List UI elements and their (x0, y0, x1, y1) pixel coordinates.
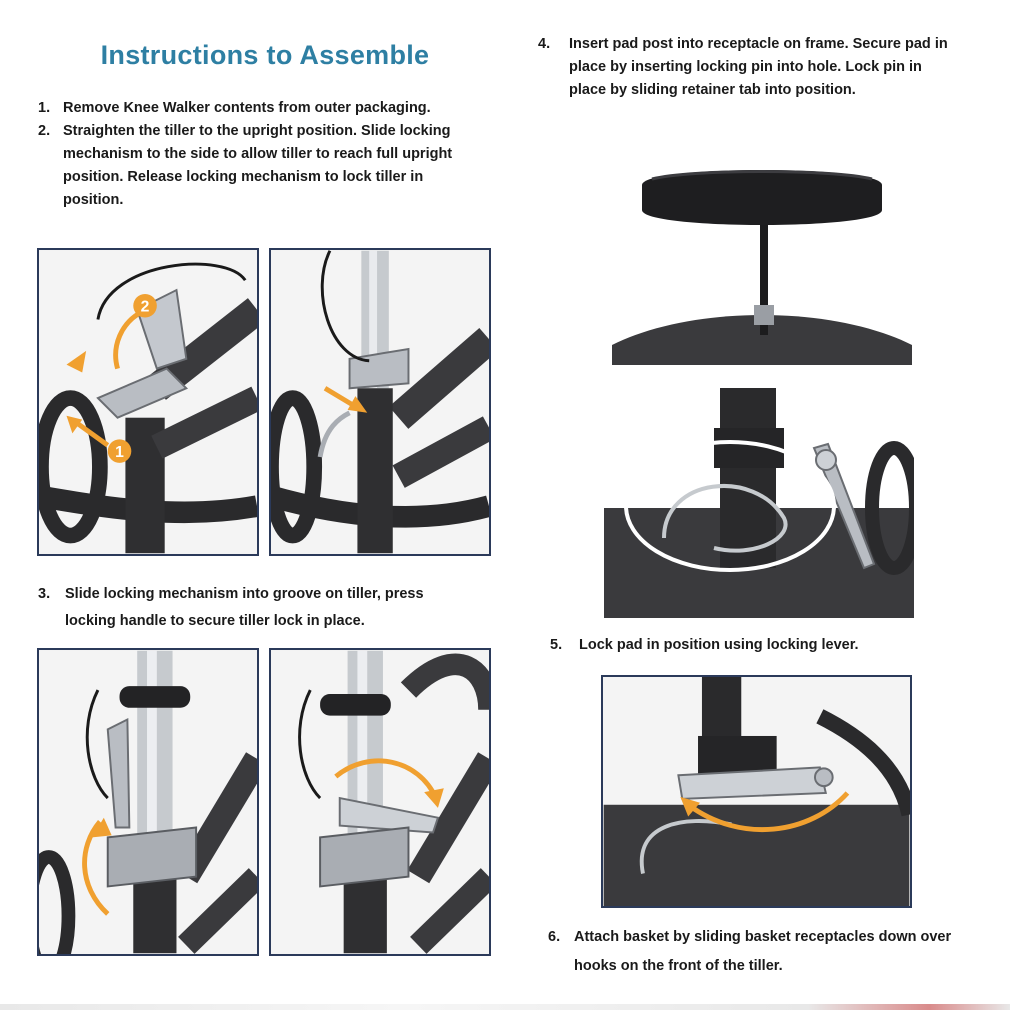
step-4: 4. Insert pad post into receptacle on fr… (538, 33, 948, 102)
photo-knee-pad-post (612, 165, 912, 365)
step-1: 1. Remove Knee Walker contents from oute… (38, 97, 478, 120)
locking-lever-illustration (603, 677, 910, 906)
step-3-text: Slide locking mechanism into groove on t… (65, 586, 424, 629)
page-title: Instructions to Assemble (100, 40, 430, 70)
callout-marker-1-label: 1 (115, 444, 124, 461)
callout-marker-2 (133, 293, 157, 318)
photo-tiller-unlock: 1 2 (37, 248, 259, 556)
tiller-upright-illustration (271, 250, 489, 554)
photo-locking-handle-closed (269, 648, 491, 956)
step-6: 6. Attach basket by sliding basket recep… (548, 923, 958, 981)
step-2: 2. Straighten the tiller to the upright … (38, 120, 478, 212)
photo-locking-pin (604, 388, 914, 618)
photo-tiller-upright (269, 248, 491, 556)
step-2-number: 2. (38, 123, 51, 139)
step-5: 5. Lock pad in position using locking le… (550, 634, 950, 657)
callout-marker-1 (107, 439, 132, 463)
photo-locking-lever (601, 675, 912, 908)
step-2-text: Straighten the tiller to the upright pos… (63, 123, 453, 208)
step-3-number: 3. (38, 586, 51, 602)
step-1-number: 1. (38, 100, 51, 116)
photo-locking-handle-open (37, 648, 259, 956)
step-1-text: Remove Knee Walker contents from outer p… (63, 100, 431, 116)
locking-pin-illustration (604, 388, 914, 618)
step-6-text: Attach basket by sliding basket receptac… (574, 929, 952, 974)
step-3: 3. Slide locking mechanism into groove o… (38, 581, 478, 635)
callout-marker-2-label: 2 (141, 299, 150, 316)
knee-pad-post-illustration (612, 165, 912, 365)
tiller-unlock-illustration: 1 2 (39, 250, 257, 554)
footer-rule (0, 1004, 1010, 1010)
step-4-number: 4. (538, 36, 551, 52)
locking-handle-open-illustration (39, 650, 257, 954)
step-5-number: 5. (550, 637, 563, 653)
step-5-text: Lock pad in position using locking lever… (579, 637, 859, 653)
step-4-text: Insert pad post into receptacle on frame… (569, 36, 948, 98)
step-6-number: 6. (548, 929, 561, 945)
locking-handle-closed-illustration (271, 650, 489, 954)
